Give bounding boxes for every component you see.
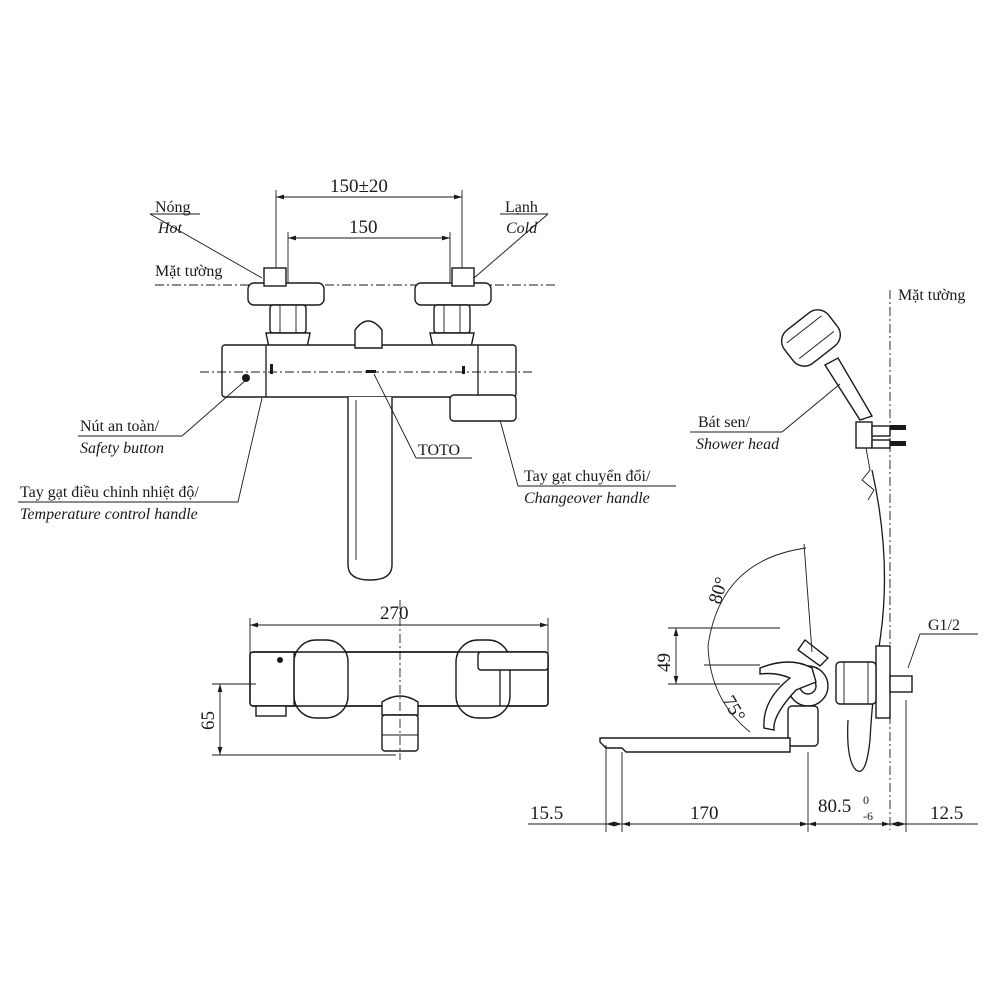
- label-changeover-vi: Tay gạt chuyển đổi/: [524, 468, 651, 485]
- side-view: [528, 290, 978, 832]
- leader-hot: [149, 213, 263, 279]
- label-cold-vi: Lạnh: [505, 199, 538, 216]
- label-hot-en: Hot: [157, 220, 183, 237]
- diverter-knob-front: [354, 320, 383, 349]
- label-temp-en: Temperature control handle: [20, 506, 198, 523]
- shower-head: [780, 309, 842, 367]
- left-inlet-stem: [263, 267, 287, 287]
- changeover-lever-side: [759, 661, 817, 731]
- label-changeover-en: Changeover handle: [524, 490, 650, 507]
- label-shower-en: Shower head: [696, 436, 780, 453]
- leader-changeover: [499, 419, 519, 487]
- spout-side: [599, 737, 791, 753]
- label-wall-side: Mặt tường: [898, 287, 965, 304]
- label-shower-vi: Bát sen/: [698, 414, 751, 431]
- right-nut: [433, 304, 471, 334]
- label-hot-vi: Nóng: [155, 199, 191, 216]
- dim-80-5: 80.5: [818, 796, 851, 817]
- left-nut: [269, 304, 307, 334]
- shower-handle: [824, 357, 874, 421]
- front-view: [18, 190, 676, 581]
- dim-12-5: 12.5: [930, 803, 963, 824]
- g-half-connector: [889, 675, 913, 693]
- shower-holder: [855, 421, 873, 449]
- body-side: [835, 661, 877, 705]
- dim-170: 170: [690, 803, 719, 824]
- dim-270: 270: [380, 603, 409, 624]
- dim-150: 150: [349, 217, 378, 238]
- dim-65: 65: [198, 711, 219, 730]
- dim-80-5-tol-lower: -6: [863, 809, 873, 823]
- label-brand: TOTO: [418, 442, 460, 459]
- label-thread: G1/2: [928, 617, 960, 634]
- dim-15-5: 15.5: [530, 803, 563, 824]
- leader-cold: [473, 213, 549, 279]
- dim-80-5-tol-upper: 0: [863, 793, 869, 807]
- dim-angle-75: 75°: [718, 692, 749, 726]
- label-cold-en: Cold: [506, 220, 538, 237]
- changeover-handle-top: [477, 651, 549, 671]
- spout-front: [347, 397, 393, 581]
- label-safety-en: Safety button: [80, 440, 164, 457]
- top-view: [212, 600, 549, 760]
- rotation-arc: [707, 547, 807, 733]
- safety-button-dot: [242, 374, 250, 382]
- leader-brand: [373, 373, 417, 459]
- right-inlet-stem: [451, 267, 475, 287]
- changeover-handle-front: [449, 394, 517, 422]
- label-temp-vi: Tay gạt điều chỉnh nhiệt độ/: [20, 484, 199, 501]
- safety-button-top: [255, 705, 287, 717]
- dim-49: 49: [654, 653, 675, 672]
- spout-connector-side: [787, 705, 819, 747]
- label-wall-top: Mặt tường: [155, 263, 222, 280]
- dim-150-20: 150±20: [330, 176, 388, 197]
- label-safety-vi: Nút an toàn/: [80, 418, 160, 435]
- wall-plate: [875, 645, 891, 719]
- dim-angle-80: 80°: [705, 575, 733, 607]
